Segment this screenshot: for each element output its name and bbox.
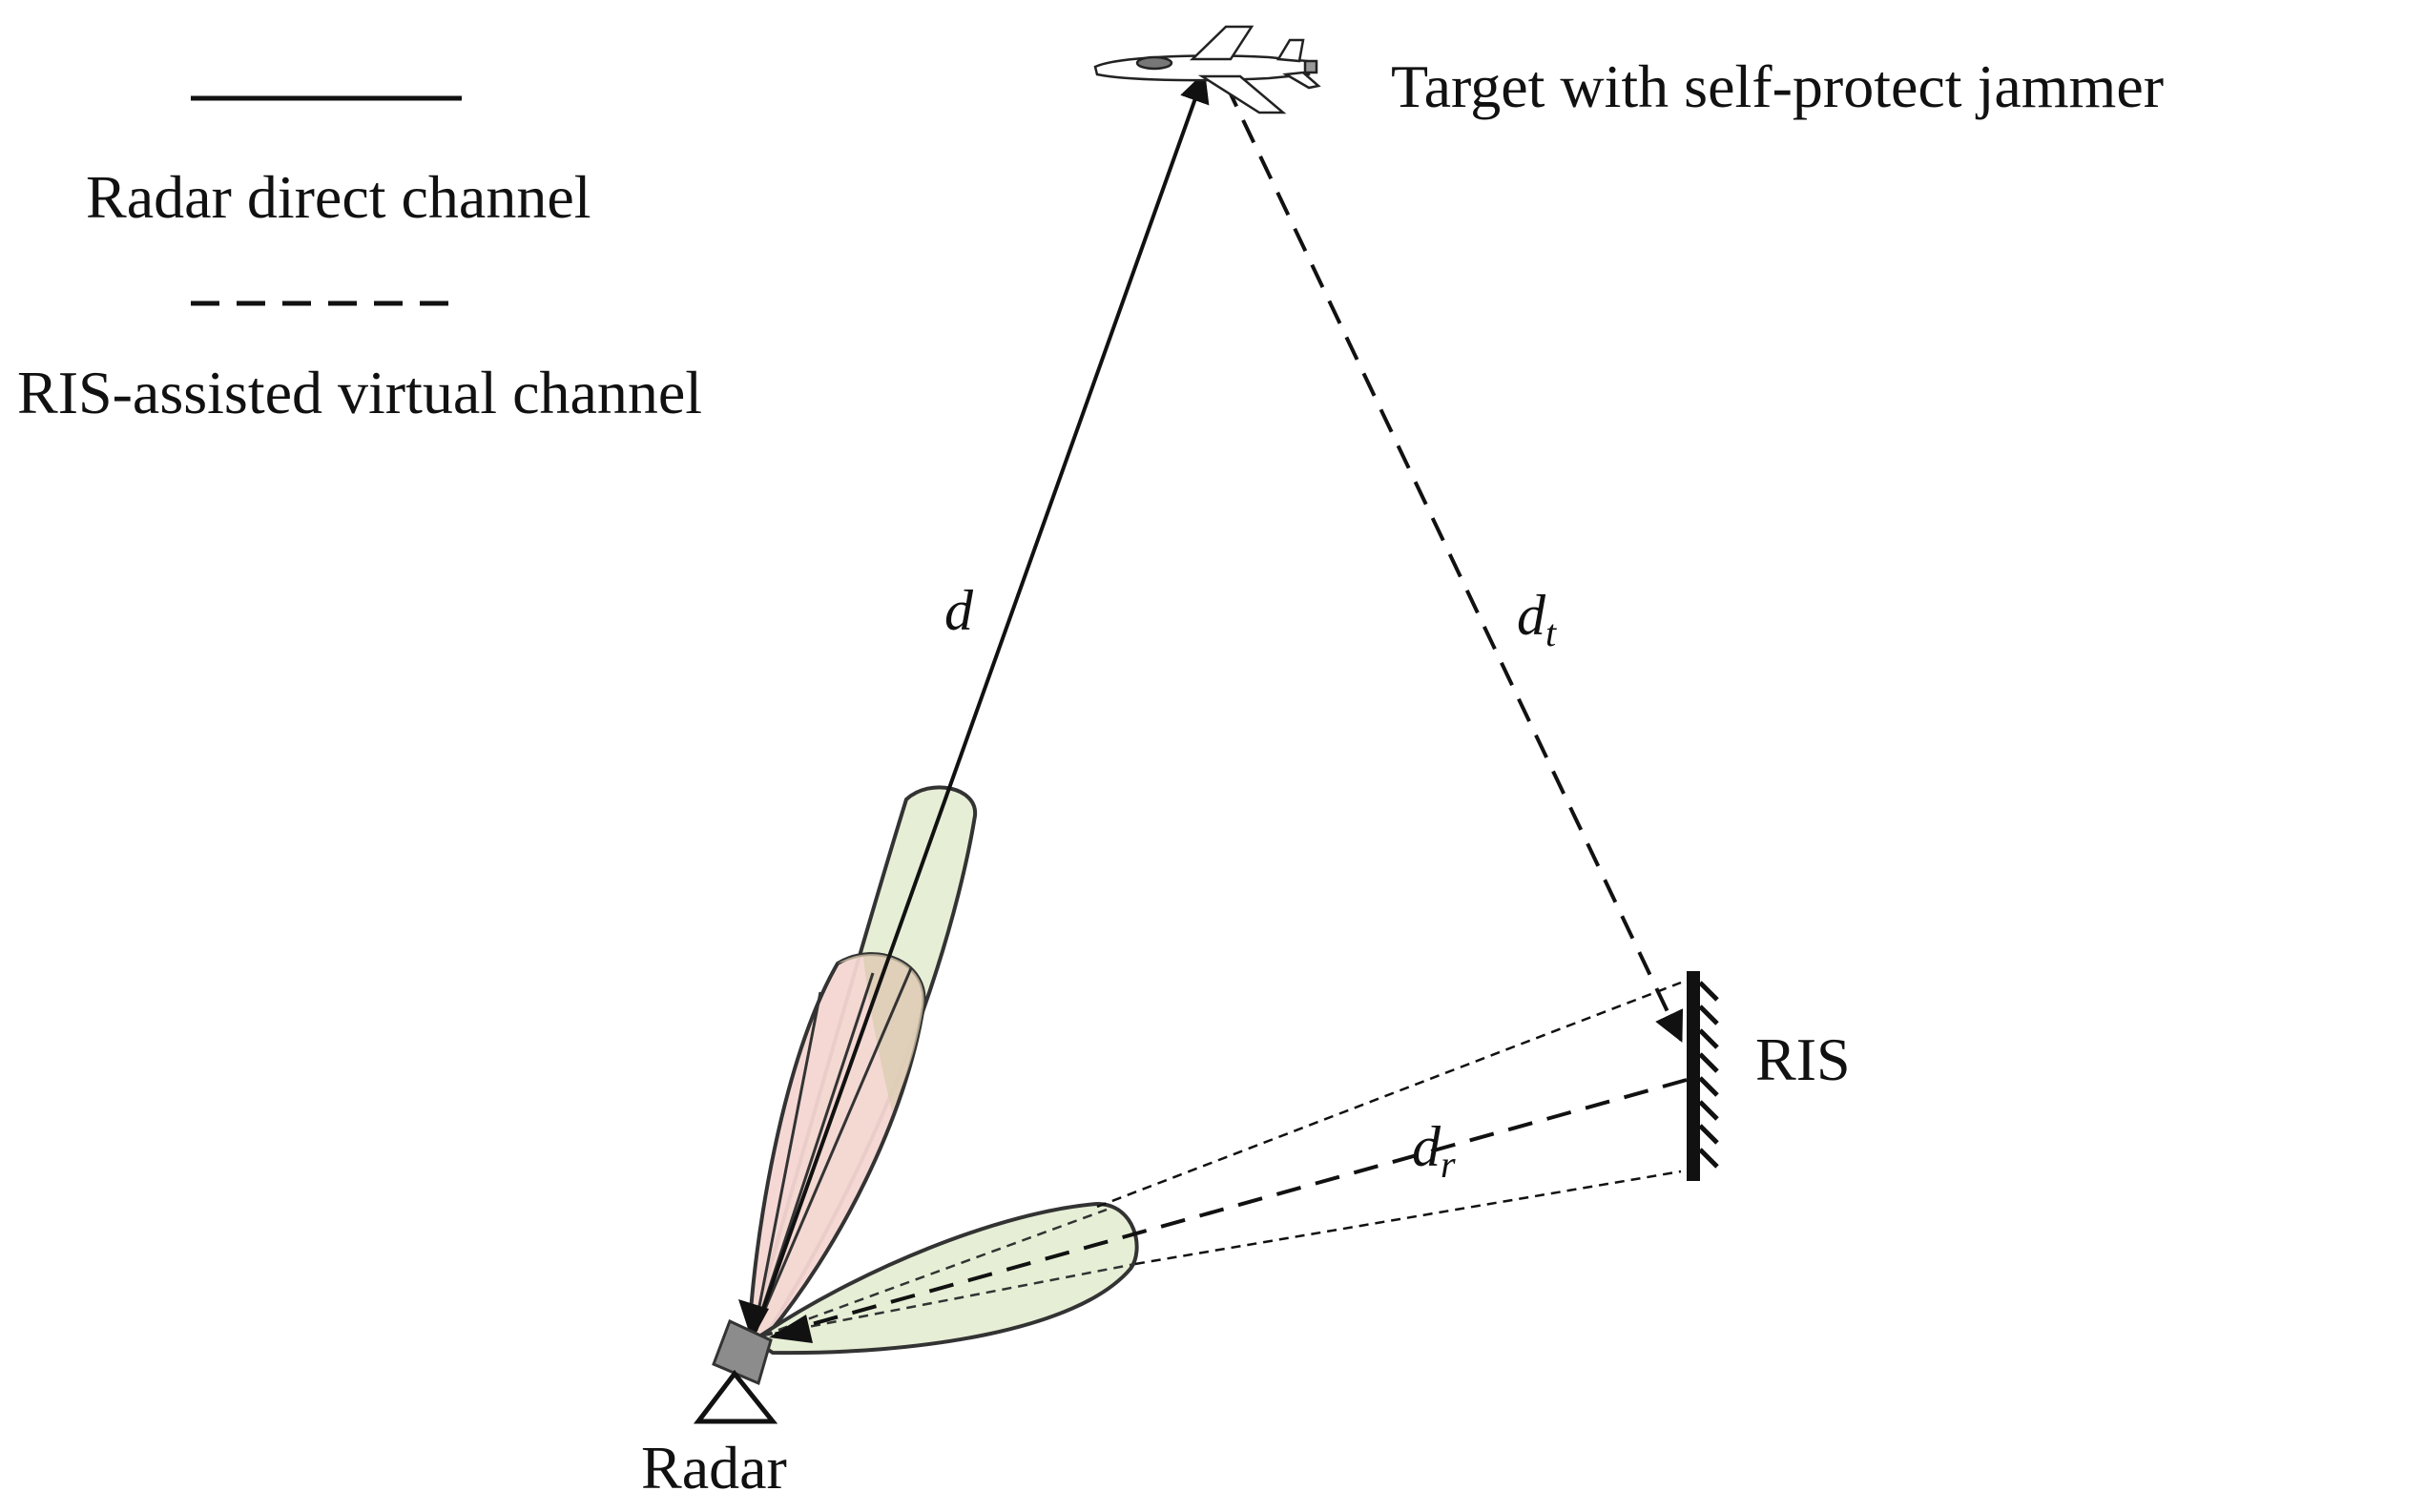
ris-to-radar-line <box>770 1078 1688 1337</box>
radar-label: Radar <box>641 1434 787 1502</box>
ris-surface-icon <box>1687 971 1719 1181</box>
radar-antenna-icon <box>693 1318 778 1424</box>
direct-return-arrow <box>738 1299 769 1340</box>
target-to-ris-line <box>1224 83 1684 1043</box>
legend-dashed-label: RIS-assisted virtual channel <box>17 359 702 426</box>
ris-cone-lower <box>1134 1170 1682 1266</box>
radar-beams <box>746 785 1139 1356</box>
distance-dr-label: dr <box>1412 1115 1456 1186</box>
channels <box>738 71 1688 1343</box>
distance-dt-label: dt <box>1517 584 1557 654</box>
ris-label: RIS <box>1755 1025 1851 1093</box>
ris-cone-upper <box>1096 981 1682 1209</box>
legend: Radar direct channel RIS-assisted virtua… <box>17 95 702 426</box>
legend-solid-label: Radar direct channel <box>86 163 591 231</box>
direct-channel-line <box>754 71 1210 1332</box>
ris-return-arrow <box>769 1315 813 1343</box>
aircraft-icon <box>1093 25 1321 114</box>
target-label: Target with self-protect jammer <box>1391 52 2164 120</box>
beam-to-ris <box>750 1201 1139 1356</box>
beam-overlap <box>838 954 924 1111</box>
distance-d-label: d <box>944 579 974 642</box>
